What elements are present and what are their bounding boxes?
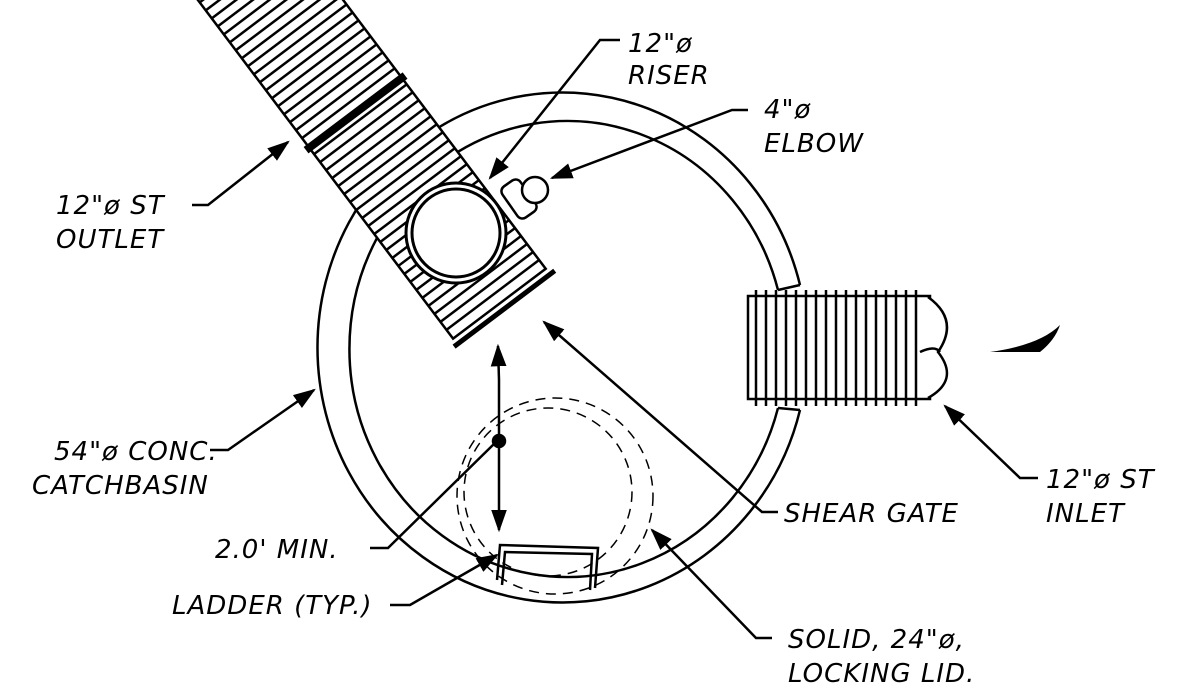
riser-label-line1: 12"ø xyxy=(628,29,693,59)
shear-gate-label: SHEAR GATE xyxy=(784,499,959,529)
lid-label-line1: SOLID, 24"ø, xyxy=(788,625,965,655)
lid-label-line2: LOCKING LID. xyxy=(788,659,975,689)
inlet-label-line1: 12"ø ST xyxy=(1046,465,1156,495)
elbow-fitting xyxy=(500,175,550,220)
outlet-leader xyxy=(192,140,290,207)
outlet-label-line2: OUTLET xyxy=(56,225,165,255)
min-depth-dimension xyxy=(490,343,507,533)
ladder-leader xyxy=(390,553,499,607)
catchbasin-wall xyxy=(316,91,802,604)
inlet-leader xyxy=(943,404,1038,480)
catchbasin-label-line1: 54"ø CONC. xyxy=(54,437,218,467)
leader-lines xyxy=(192,38,1038,640)
riser-pipe xyxy=(404,181,508,285)
catchbasin-leader xyxy=(210,388,316,452)
shear-gate-leader xyxy=(542,320,778,514)
outlet-label-line1: 12"ø ST xyxy=(56,191,166,221)
elbow-label-line1: 4"ø xyxy=(764,95,812,125)
catchbasin-label-line2: CATCHBASIN xyxy=(32,471,209,501)
riser-leader xyxy=(488,38,620,180)
elbow-leader xyxy=(549,108,748,180)
inlet-label-line2: INLET xyxy=(1046,499,1126,529)
outlet-pipe xyxy=(183,0,557,349)
elbow-label-line2: ELBOW xyxy=(764,129,864,159)
riser-label-line2: RISER xyxy=(628,61,710,91)
min-depth-leader xyxy=(370,440,498,550)
min-depth-label: 2.0' MIN. xyxy=(215,535,339,565)
flow-direction-arrow xyxy=(990,325,1137,352)
ladder xyxy=(495,543,600,591)
locking-lid-outline xyxy=(456,397,654,595)
lid-leader xyxy=(650,528,772,640)
inlet-pipe xyxy=(746,290,949,406)
ladder-label: LADDER (TYP.) xyxy=(172,591,372,621)
